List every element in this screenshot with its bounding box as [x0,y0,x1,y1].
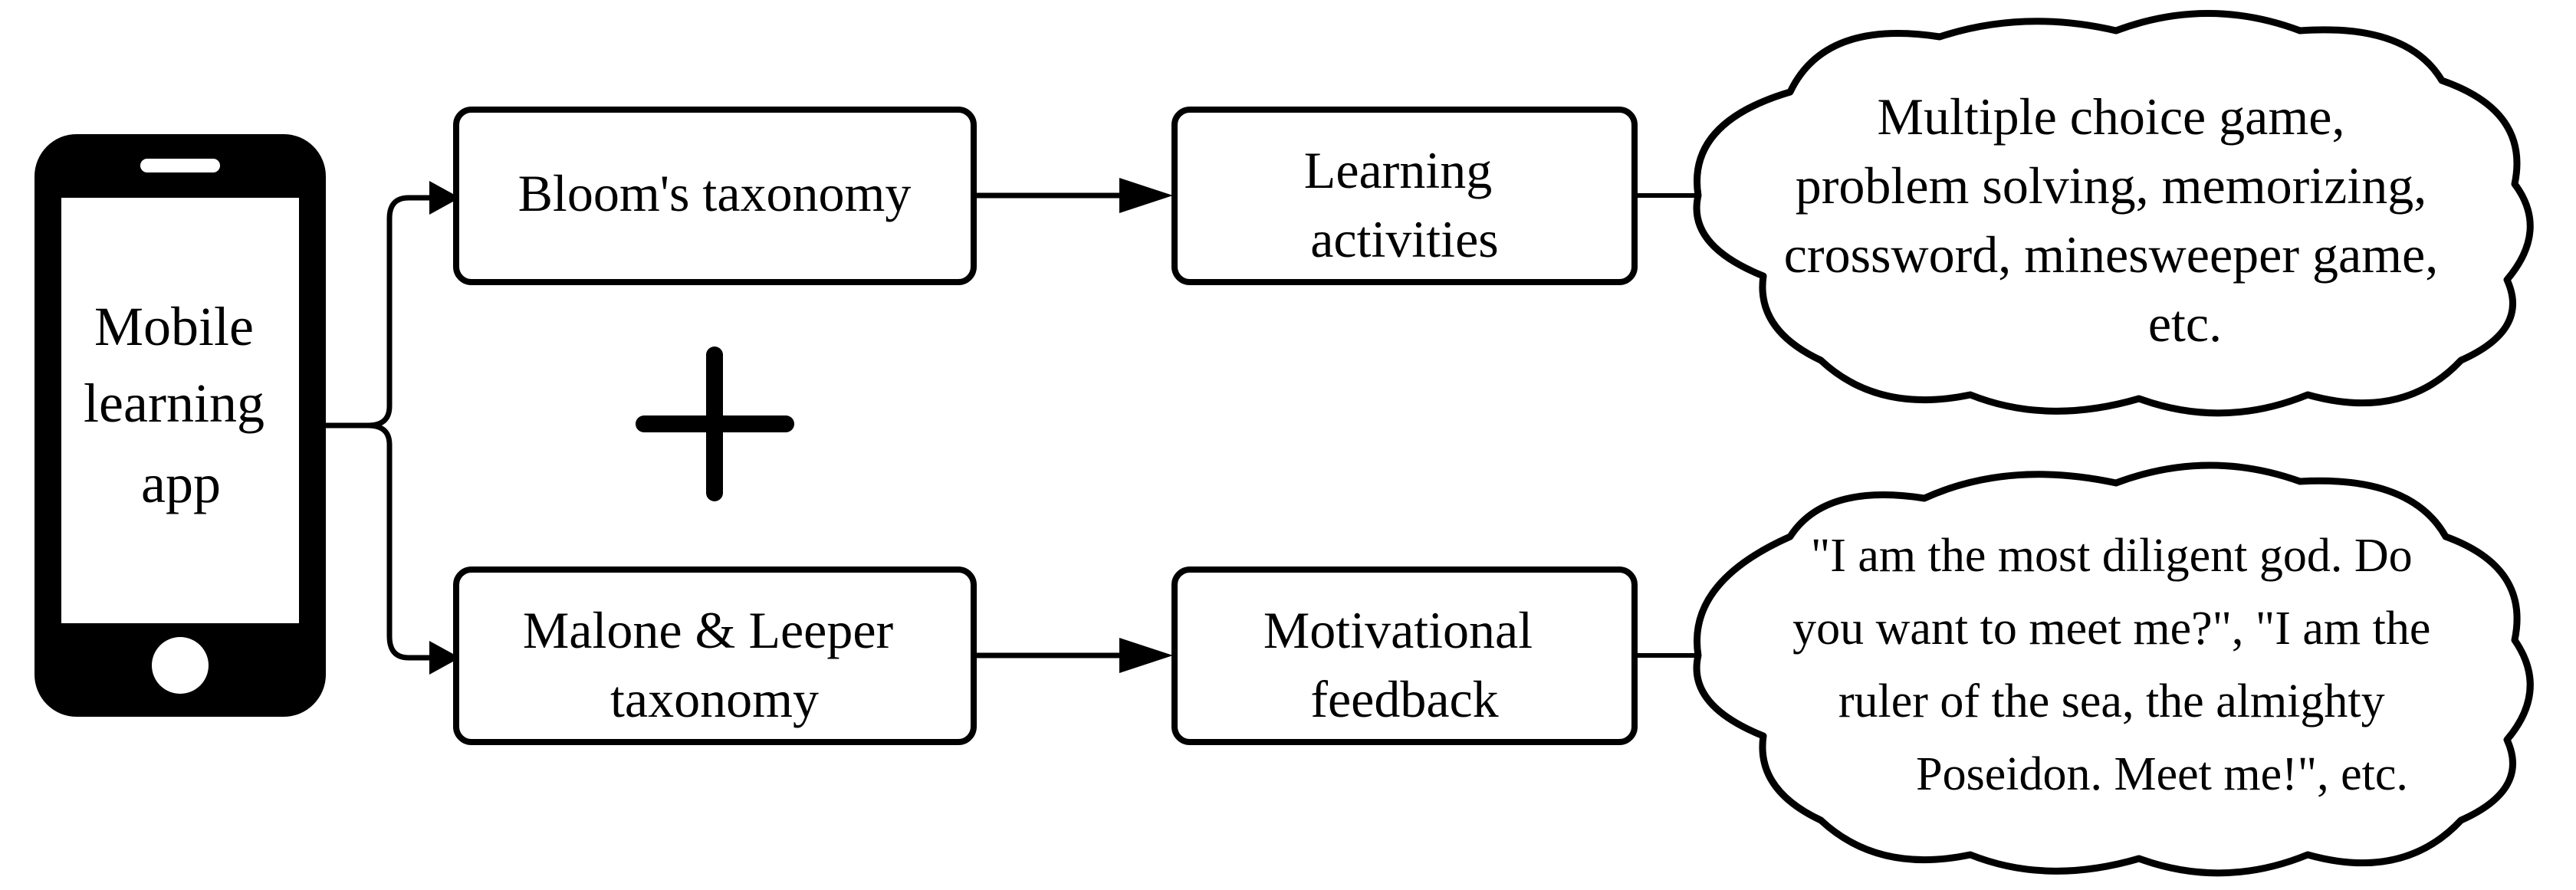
blooms-taxonomy-label: Bloom's taxonomy [518,164,912,222]
arrowhead-motivational [1119,638,1173,673]
learning-activities-label: Learning activities [1304,141,1505,268]
feedback-examples-cloud [1693,461,2534,877]
arrowhead-bottom [429,641,460,675]
plus-icon [636,346,794,501]
mobile-phone-icon [34,134,326,717]
malone-leeper-label: Malone & Leeper taxonomy [523,601,906,728]
arrowhead-top [429,181,460,215]
motivational-feedback-label: Motivational feedback [1263,601,1546,728]
brace-lower-join [367,422,393,445]
app-label: Mobile learning app [84,296,278,514]
app-label-line: Mobile [94,296,254,357]
activities-examples-text: Multiple choice game, problem solving, m… [1784,87,2452,353]
feedback-examples-text: "I am the most diligent god. Do you want… [1792,530,2443,800]
app-label-line: learning [84,373,264,434]
activities-examples-cloud [1693,10,2534,417]
app-label-line: app [141,453,221,514]
arrowhead-learning [1119,178,1173,213]
